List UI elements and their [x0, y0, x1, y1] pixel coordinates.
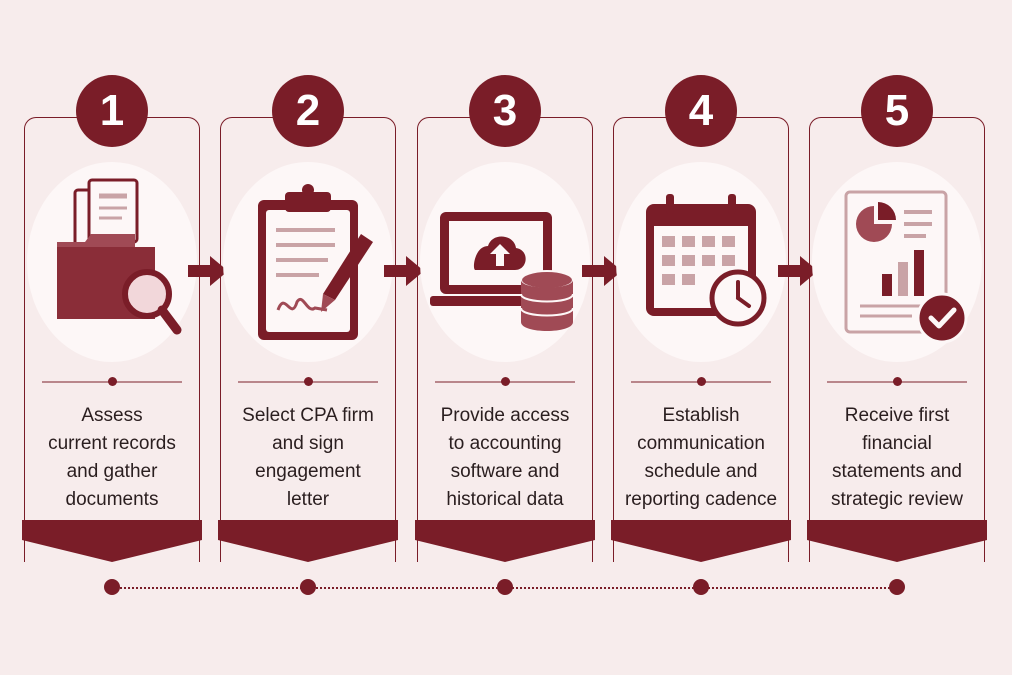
step-text-line: strategic review — [831, 489, 963, 510]
arrow-right-icon — [582, 256, 622, 286]
report-checkmark-icon — [844, 190, 968, 344]
divider-dot — [697, 377, 706, 386]
step-icon-circle — [616, 162, 786, 362]
divider-dot — [501, 377, 510, 386]
laptop-cloud-database-icon — [430, 212, 574, 331]
step-card-base — [22, 520, 202, 566]
step-text-line: statements and — [832, 461, 962, 482]
step-number-badge: 4 — [665, 75, 737, 147]
step-text-line: Select CPA firm — [242, 405, 374, 426]
step-text-line: letter — [286, 489, 330, 510]
step-text-line: Provide access — [440, 405, 570, 426]
timeline-dot — [889, 579, 905, 595]
timeline-dot — [104, 579, 120, 595]
timeline-dot — [693, 579, 709, 595]
divider-dot — [304, 377, 313, 386]
divider-dot — [108, 377, 117, 386]
arrow-right-icon — [384, 256, 424, 286]
step-text-line: current records — [48, 433, 176, 454]
step-card-base — [415, 520, 595, 566]
timeline-dot — [497, 579, 513, 595]
step-number-badge: 2 — [272, 75, 344, 147]
step-text-line: historical data — [446, 489, 564, 510]
step-text-line: documents — [65, 489, 159, 510]
calendar-clock-icon — [646, 194, 767, 327]
step-number-badge: 3 — [469, 75, 541, 147]
step-icon-circle — [27, 162, 197, 362]
step-description: Receive first financial statements and s… — [807, 402, 987, 514]
step-description: Select CPA firm and sign engagement lett… — [218, 402, 398, 514]
step-number-badge: 5 — [861, 75, 933, 147]
step-text-line: reporting cadence — [624, 489, 778, 510]
step-description: Establish communication schedule and rep… — [611, 402, 791, 514]
step-text-line: software and — [450, 461, 560, 482]
step-description: Provide access to accounting software an… — [415, 402, 595, 514]
step-icon-circle — [420, 162, 590, 362]
step-description: Assess current records and gather docume… — [22, 402, 202, 514]
step-text-line: Establish — [662, 405, 740, 426]
step-text-line: engagement — [255, 461, 361, 482]
arrow-right-icon — [188, 256, 228, 286]
timeline-dot — [300, 579, 316, 595]
clipboard-signature-icon — [258, 184, 373, 340]
step-text-line: and sign — [272, 433, 344, 454]
step-icon-circle — [812, 162, 982, 362]
arrow-right-icon — [778, 256, 818, 286]
step-text-line: Assess — [81, 405, 143, 426]
step-text-line: Receive first — [844, 405, 950, 426]
step-text-line: schedule and — [644, 461, 758, 482]
folder-search-icon — [57, 178, 182, 335]
step-card-base — [611, 520, 791, 566]
step-text-line: communication — [637, 433, 765, 454]
step-text-line: and gather — [66, 461, 158, 482]
step-text-line: to accounting — [448, 433, 562, 454]
step-text-line: financial — [862, 433, 932, 454]
step-card-base — [218, 520, 398, 566]
step-number-badge: 1 — [76, 75, 148, 147]
step-card-base — [807, 520, 987, 566]
step-icon-circle — [223, 162, 393, 362]
divider-dot — [893, 377, 902, 386]
